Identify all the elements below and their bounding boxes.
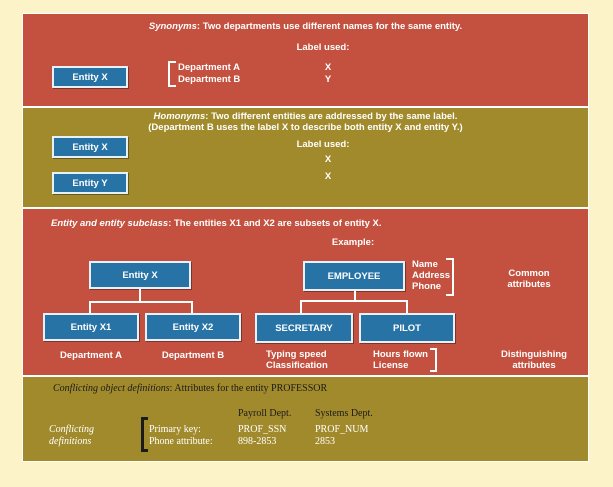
- synonyms-label-b: Y: [324, 74, 332, 85]
- common-attribute: Address: [412, 270, 451, 281]
- payroll-dept-header: Payroll Dept.: [238, 408, 292, 419]
- right-tree-connector: [300, 300, 408, 302]
- primary-key-label: Primary key:: [149, 424, 201, 435]
- subclass-heading-term: Entity and entity subclass: [51, 218, 169, 229]
- common-attributes-label: Common: [508, 268, 550, 279]
- synonyms-dept-a: Department A: [178, 62, 240, 73]
- phone-attribute-label: Phone attribute:: [149, 436, 213, 447]
- payroll-phone: 898-2853: [238, 436, 277, 447]
- systems-phone: 2853: [315, 436, 335, 447]
- synonyms-bracket: [168, 61, 176, 87]
- conflicting-heading: Conflicting object definitions: Attribut…: [53, 383, 327, 394]
- common-attribute: Name: [412, 259, 438, 270]
- subclass-dept-a: Department A: [60, 350, 122, 361]
- subclass-example-label: Example:: [331, 237, 375, 248]
- homonyms-entity-y-box: Entity Y: [52, 172, 128, 194]
- entity-x-box: Entity X: [89, 261, 191, 289]
- homonyms-label-2: X: [324, 171, 332, 182]
- left-tree-connector: [139, 289, 141, 302]
- common-attributes-bracket: [446, 258, 454, 296]
- synonyms-heading: Synonyms: Two departments use different …: [23, 21, 588, 32]
- right-tree-connector: [354, 291, 356, 301]
- conflicting-panel: Conflicting object definitions: Attribut…: [22, 376, 589, 462]
- synonyms-heading-text: : Two departments use different names fo…: [196, 21, 463, 32]
- subclass-heading: Entity and entity subclass: The entities…: [51, 218, 382, 229]
- left-tree-connector: [89, 301, 91, 313]
- entity-x2-box: Entity X2: [145, 313, 241, 341]
- pilot-box: PILOT: [359, 313, 455, 343]
- secretary-attribute: Classification: [266, 360, 328, 371]
- homonyms-label-used: Label used:: [296, 139, 350, 150]
- secretary-attribute: Typing speed: [266, 349, 327, 360]
- conflicting-label: Conflicting: [49, 424, 94, 435]
- synonyms-panel: Synonyms: Two departments use different …: [22, 13, 589, 107]
- conflicting-label: definitions: [49, 436, 92, 447]
- subclass-panel: Entity and entity subclass: The entities…: [22, 208, 589, 376]
- homonyms-panel: Homonyms: Two different entities are add…: [22, 107, 589, 208]
- subclass-dept-b: Department B: [161, 350, 225, 361]
- synonyms-dept-b: Department B: [178, 74, 241, 85]
- synonyms-heading-term: Synonyms: [148, 21, 197, 32]
- distinguishing-attributes-label: Distinguishing: [501, 349, 567, 360]
- systems-dept-header: Systems Dept.: [315, 408, 373, 419]
- pilot-attribute: Hours flown: [373, 349, 428, 360]
- homonyms-heading-term: Homonyms: [153, 111, 206, 122]
- employee-box: EMPLOYEE: [303, 261, 405, 291]
- left-tree-connector: [191, 301, 193, 313]
- homonyms-label-1: X: [324, 154, 332, 165]
- pilot-attribute: License: [373, 360, 409, 371]
- synonyms-label-a: X: [324, 62, 332, 73]
- conflicting-bracket: [141, 417, 148, 452]
- conflicting-heading-text: : Attributes for the entity PROFESSOR: [169, 383, 328, 394]
- synonyms-entity-x-box: Entity X: [52, 66, 128, 88]
- distinguishing-attributes-label: attributes: [512, 360, 556, 371]
- common-attribute: Phone: [412, 281, 442, 292]
- common-attributes-label: attributes: [507, 279, 551, 290]
- secretary-box: SECRETARY: [255, 313, 353, 343]
- homonyms-heading: Homonyms: Two different entities are add…: [23, 111, 588, 122]
- pilot-attributes-bracket: [430, 348, 437, 372]
- systems-primary-key: PROF_NUM: [315, 424, 369, 435]
- homonyms-entity-x-box: Entity X: [52, 136, 128, 158]
- right-tree-connector: [406, 300, 408, 313]
- entity-x1-box: Entity X1: [43, 313, 139, 341]
- homonyms-heading-line2: (Department B uses the label X to descri…: [148, 122, 463, 133]
- left-tree-connector: [89, 301, 193, 303]
- homonyms-heading-text: : Two different entities are addressed b…: [205, 111, 458, 122]
- conflicting-heading-term: Conflicting object definitions: [53, 383, 170, 394]
- synonyms-label-used: Label used:: [296, 42, 350, 53]
- right-tree-connector: [300, 300, 302, 313]
- subclass-heading-text: : The entities X1 and X2 are subsets of …: [168, 218, 382, 229]
- payroll-primary-key: PROF_SSN: [238, 424, 287, 435]
